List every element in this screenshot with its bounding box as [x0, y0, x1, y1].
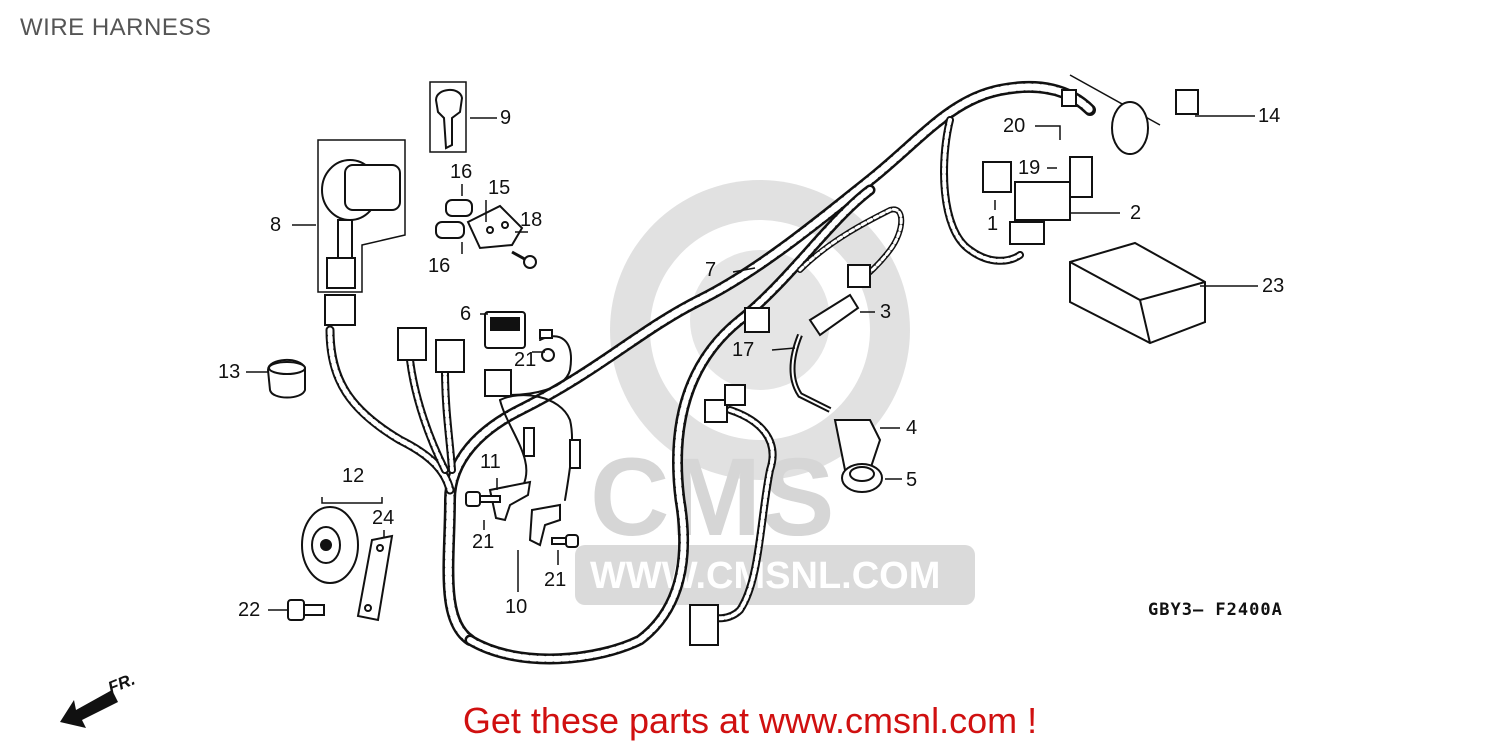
- part-spark-cap-4: [833, 419, 882, 471]
- part-cap-13: [266, 359, 306, 399]
- part-horn-12: [301, 497, 383, 584]
- callout-9: 9: [500, 107, 512, 129]
- part-connectors-right: [689, 156, 1093, 646]
- callout-8: 8: [270, 214, 282, 236]
- callout-16-bottom: 16: [428, 255, 451, 277]
- part-14: [1175, 89, 1199, 115]
- part-stay-24: [356, 534, 394, 622]
- leader-lines: [246, 115, 1258, 611]
- watermark-brand: CMS: [590, 436, 834, 559]
- callout-21-middle: 21: [472, 531, 495, 553]
- callout-22: 22: [238, 599, 261, 621]
- part-bracket-15: [435, 199, 537, 269]
- part-grommet-5: [841, 463, 883, 493]
- callout-1: 1: [987, 213, 999, 235]
- callout-18: 18: [520, 209, 543, 231]
- part-harness-end: [1061, 74, 1161, 155]
- part-ignition-switch-8: [317, 139, 406, 326]
- callout-23: 23: [1262, 275, 1285, 297]
- part-sensor-10: [528, 439, 581, 548]
- part-sensor-11: [465, 427, 535, 522]
- part-plug-cap-3: [789, 264, 871, 413]
- callout-16-top: 16: [450, 161, 473, 183]
- callout-12: 12: [342, 465, 365, 487]
- callout-20: 20: [1003, 115, 1026, 137]
- callout-19: 19: [1018, 157, 1041, 179]
- main-harness-7: [325, 80, 1096, 665]
- part-key-9: [429, 81, 467, 153]
- page-title: WIRE HARNESS: [20, 14, 212, 41]
- watermark: CMS WWW.CMSNL.COM: [575, 180, 975, 605]
- callout-6: 6: [460, 303, 472, 325]
- part-cdi-23: [1069, 241, 1206, 345]
- callout-14: 14: [1258, 105, 1281, 127]
- callout-21-upper: 21: [514, 349, 537, 371]
- footer-promo-link[interactable]: Get these parts at www.cmsnl.com !: [462, 700, 1038, 741]
- callout-24: 24: [372, 507, 395, 529]
- callout-10: 10: [505, 596, 528, 618]
- part-bolt-22: [287, 599, 325, 621]
- callout-5: 5: [906, 469, 918, 491]
- callout-15: 15: [488, 177, 511, 199]
- part-relay-6: [484, 311, 526, 349]
- callout-13: 13: [218, 361, 241, 383]
- drawing-code: GBY3— F2400A: [1148, 600, 1283, 620]
- callout-4: 4: [906, 417, 918, 439]
- callout-11: 11: [480, 451, 501, 473]
- callout-7: 7: [705, 259, 717, 281]
- watermark-url: WWW.CMSNL.COM: [590, 555, 940, 597]
- front-arrow-icon: [60, 690, 118, 728]
- connectors-left: [397, 327, 555, 397]
- callout-3: 3: [880, 301, 892, 323]
- callout-21-lower: 21: [544, 569, 567, 591]
- callout-2: 2: [1130, 202, 1142, 224]
- callout-17: 17: [732, 339, 755, 361]
